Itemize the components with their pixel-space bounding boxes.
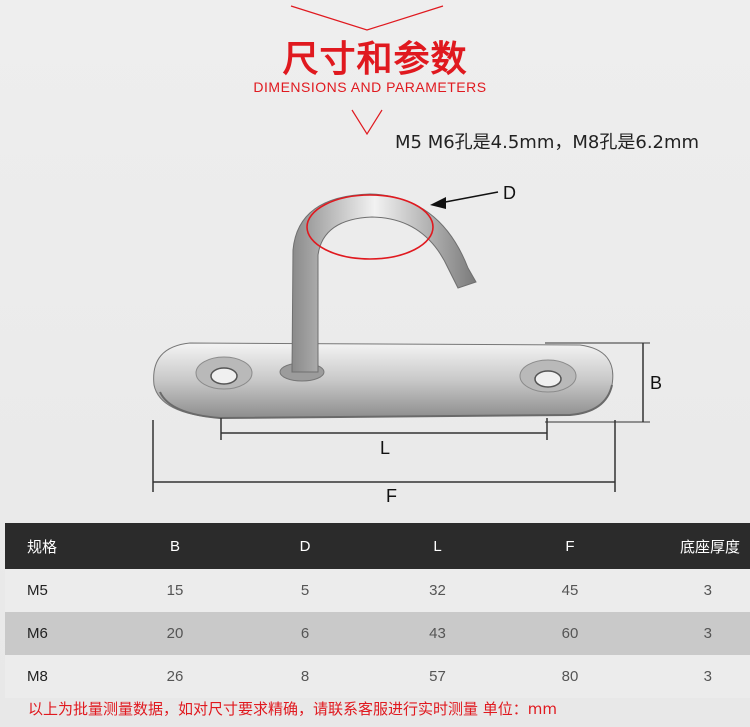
spec-table: 规格 B D L F 底座厚度 M5 15 5 32 45 3 M6 20 6 … bbox=[5, 523, 750, 698]
cell-spec: M6 bbox=[27, 625, 48, 642]
table-row: M6 20 6 43 60 3 bbox=[5, 612, 750, 655]
page-subtitle: DIMENSIONS AND PARAMETERS bbox=[253, 79, 487, 95]
cell-base-thickness: 3 bbox=[703, 668, 712, 685]
cell-f: 80 bbox=[561, 668, 579, 685]
cell-f: 60 bbox=[561, 625, 579, 642]
cell-b: 20 bbox=[166, 625, 184, 642]
mounting-hole-left bbox=[195, 356, 253, 390]
header-f: F bbox=[565, 537, 575, 555]
d-pointer-arrow bbox=[430, 191, 499, 209]
l-dimension-line bbox=[220, 418, 548, 440]
cell-l: 43 bbox=[429, 625, 446, 642]
f-dimension-line bbox=[152, 420, 616, 492]
header-spec: 规格 bbox=[27, 537, 58, 556]
spec-table-header: 规格 B D L F 底座厚度 bbox=[5, 523, 750, 569]
cell-l: 32 bbox=[429, 582, 446, 599]
d-highlight-ellipse bbox=[306, 194, 434, 260]
header-base-thickness: 底座厚度 bbox=[679, 537, 740, 556]
header-chevron-lines bbox=[290, 5, 444, 136]
cell-d: 5 bbox=[300, 582, 310, 599]
cell-base-thickness: 3 bbox=[703, 625, 712, 642]
hook-plate-drawing bbox=[152, 191, 650, 492]
label-d: D bbox=[503, 183, 516, 203]
cell-d: 8 bbox=[300, 668, 310, 685]
cell-base-thickness: 3 bbox=[703, 582, 712, 599]
table-row: M8 26 8 57 80 3 bbox=[5, 655, 750, 698]
cell-d: 6 bbox=[300, 625, 310, 642]
cell-spec: M8 bbox=[27, 668, 48, 685]
header-b: B bbox=[169, 537, 180, 555]
page-title: 尺寸和参数 bbox=[282, 39, 468, 80]
label-f: F bbox=[386, 486, 397, 506]
label-l: L bbox=[380, 438, 391, 458]
mounting-hole-right bbox=[519, 359, 577, 393]
hook bbox=[291, 193, 477, 373]
cell-b: 26 bbox=[166, 668, 184, 685]
b-dimension-line bbox=[545, 342, 650, 423]
header-d: D bbox=[299, 537, 311, 555]
cell-f: 45 bbox=[561, 582, 579, 599]
measurement-footnote: 以上为批量测量数据，如对尺寸要求精确，请联系客服进行实时测量 单位：mm bbox=[28, 700, 557, 718]
base-plate bbox=[153, 342, 614, 420]
header-l: L bbox=[433, 537, 442, 555]
cell-b: 15 bbox=[166, 582, 184, 599]
cell-l: 57 bbox=[429, 668, 446, 685]
label-b: B bbox=[650, 373, 663, 393]
hole-size-note: M5 M6孔是4.5mm，M8孔是6.2mm bbox=[395, 132, 700, 153]
table-row: M5 15 5 32 45 3 bbox=[5, 569, 750, 612]
cell-spec: M5 bbox=[27, 582, 48, 599]
